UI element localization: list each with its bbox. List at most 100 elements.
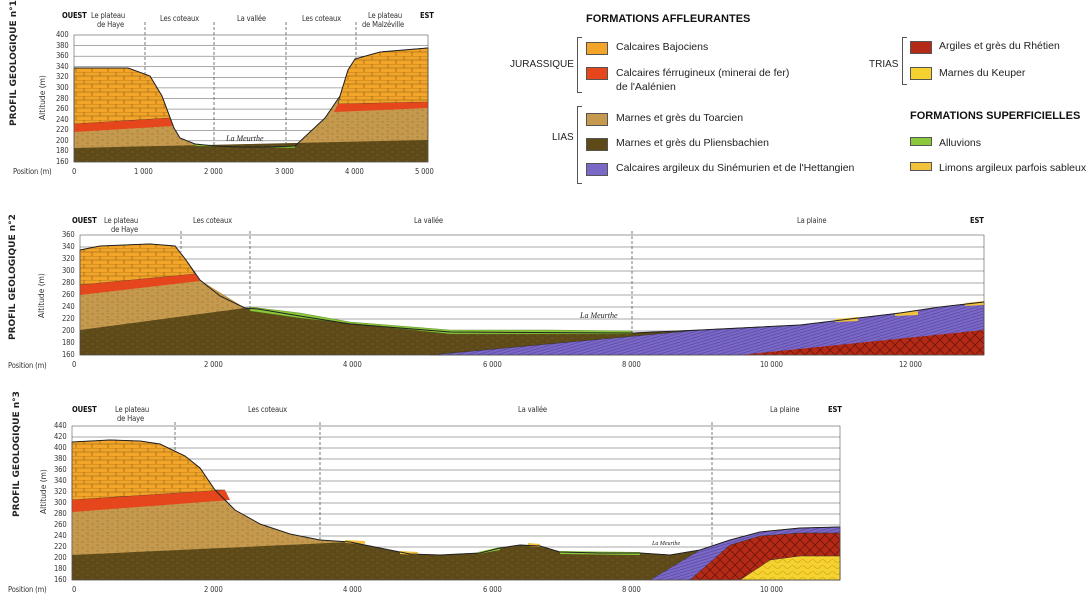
profile-1-zone-plateau-1b: de Haye [97, 20, 124, 29]
profile1-ytick: 400 [56, 30, 69, 39]
profile-2-surface [79, 243, 985, 334]
profile1-ytick: 240 [56, 114, 69, 124]
profile3-ytick: 360 [54, 465, 67, 474]
profile-2-position-label: Position (m) [8, 361, 47, 370]
profile-1-est: EST [420, 11, 434, 20]
profile-2-ferrugineux [80, 274, 200, 295]
profile-3-zone-vallee: La vallée [518, 405, 547, 414]
legend-swatch-alluvions [910, 137, 932, 146]
profile1-ytick: 260 [56, 104, 69, 114]
profile-1-ouest: OUEST [62, 11, 87, 20]
profile3-xtick: 0 [72, 585, 77, 594]
profile-1-zone-plateau-1: Le plateau [91, 11, 126, 20]
profile-1-diagram: La Meurthe [73, 22, 429, 163]
profile1-ytick: 360 [56, 51, 69, 61]
profile-1-pliensbachien-base [74, 155, 428, 162]
profile-1-zone-coteaux-1: Les coteaux [160, 14, 199, 23]
legend-bracket-jurassique [577, 37, 582, 93]
profile2-xtick: 8 000 [622, 360, 641, 369]
profile3-xtick: 6 000 [482, 585, 502, 594]
legend-swatch-limons [910, 162, 932, 171]
profile-2-zone-plaine: La plaine [797, 216, 827, 225]
profile-2-diagram: La Meurthe [79, 231, 985, 356]
profile-3-meurthe-label: La Meurthe [651, 541, 681, 547]
profile2-xtick: 6 000 [482, 360, 502, 369]
profile-1-zone-vallee: La vallée [237, 14, 266, 23]
profile1-xtick: 3 000 [274, 167, 294, 176]
profile1-xtick: 4 000 [344, 167, 364, 176]
profile1-ytick: 380 [56, 40, 69, 50]
profile3-ytick: 440 [54, 421, 67, 430]
profile-3-ferrugineux [72, 490, 230, 512]
legend-group-lias: LIAS [552, 132, 574, 143]
profile1-ytick: 220 [56, 125, 69, 135]
profile-2-zone-vallee: La vallée [414, 216, 443, 225]
profile2-ytick: 220 [62, 314, 75, 323]
profile-3-diagram: La Meurthe [71, 422, 841, 581]
profile-1-zone-plateau-2b: de Malzéville [362, 20, 405, 29]
profile-2-est: EST [970, 216, 984, 225]
profile3-ytick: 320 [54, 487, 67, 496]
profile1-ytick: 320 [56, 72, 69, 82]
profile-1-position-label: Position (m) [13, 167, 52, 176]
profile-3-zone-plateau-b: de Haye [117, 414, 144, 423]
profile1-ytick: 160 [56, 157, 69, 166]
profile-3-limons-1 [345, 540, 365, 544]
legend-label-toarcien: Marnes et grès du Toarcien [616, 112, 744, 124]
legend-swatch-sinemurien [586, 163, 608, 176]
profile1-ytick: 180 [56, 146, 69, 156]
profile-3-zone-plateau: Le plateau [115, 405, 150, 414]
profile1-ytick: 340 [56, 61, 69, 71]
profile3-ytick: 300 [54, 498, 67, 507]
profile3-ytick: 240 [54, 531, 67, 540]
profile3-xtick: 8 000 [622, 585, 641, 594]
legend-group-trias: TRIAS [869, 59, 899, 70]
legend-bracket-lias [577, 106, 582, 184]
profile-1-ferrugineux-west [74, 118, 173, 132]
legend-label-keuper: Marnes du Keuper [939, 67, 1026, 79]
profile1-xtick: 1 000 [134, 167, 153, 176]
profile3-ytick: 220 [54, 542, 67, 551]
profile1-xtick: 0 [72, 167, 77, 176]
profile3-ytick: 280 [54, 509, 67, 518]
profile-2-rhetien [740, 330, 984, 355]
profile-1-ferrugineux-east [334, 102, 428, 112]
profile3-xtick: 4 000 [343, 585, 362, 594]
profile-2-zone-plateau: Le plateau [104, 216, 139, 225]
profile3-ytick: 340 [54, 476, 67, 485]
profile3-ytick: 200 [54, 553, 67, 562]
legend-label-ferrugineux-1: Calcaires férrugineux (minerai de fer) [616, 67, 790, 79]
legend-bracket-trias [902, 37, 907, 85]
profile1-ytick: 300 [56, 82, 69, 92]
profile-3-surface [71, 439, 841, 556]
profile-1-meurthe-label: La Meurthe [225, 134, 264, 143]
profile-2-limons-2 [895, 311, 918, 316]
profile3-ytick: 260 [54, 520, 67, 529]
legend-label-ferrugineux-2: de l'Aalénien [616, 81, 676, 93]
profile3-ytick: 160 [54, 575, 67, 584]
legend-swatch-toarcien [586, 113, 608, 126]
profile1-xtick: 2 000 [204, 167, 224, 176]
profile2-xtick: 2 000 [203, 360, 223, 369]
profile-2-zone-plateau-b: de Haye [111, 225, 138, 234]
legend-label-limons: Limons argileux parfois sableux [939, 162, 1087, 174]
legend-swatch-rhetien [910, 41, 932, 54]
profile2-ytick: 280 [62, 278, 75, 287]
profile-3-position-label: Position (m) [8, 585, 47, 594]
legend-title-affleurantes: FORMATIONS AFFLEURANTES [586, 13, 751, 25]
profile-2-ouest: OUEST [72, 216, 97, 225]
legend-swatch-keuper [910, 67, 932, 80]
profile3-ytick: 420 [54, 432, 67, 441]
profile2-xtick: 12 000 [899, 360, 922, 369]
profile2-xtick: 0 [72, 360, 77, 369]
legend-swatch-pliensbachien [586, 138, 608, 151]
profile2-ytick: 340 [62, 242, 75, 251]
profile1-xtick: 5 000 [415, 167, 434, 176]
profile2-ytick: 240 [62, 302, 75, 311]
profile3-ytick: 400 [54, 443, 67, 452]
profile2-ytick: 180 [62, 338, 75, 347]
profile2-ytick: 260 [62, 290, 75, 299]
profile1-ytick: 200 [56, 135, 69, 145]
legend-title-superficielles: FORMATIONS SUPERFICIELLES [910, 110, 1081, 122]
profile-1-zone-plateau-2: Le plateau [368, 11, 403, 20]
